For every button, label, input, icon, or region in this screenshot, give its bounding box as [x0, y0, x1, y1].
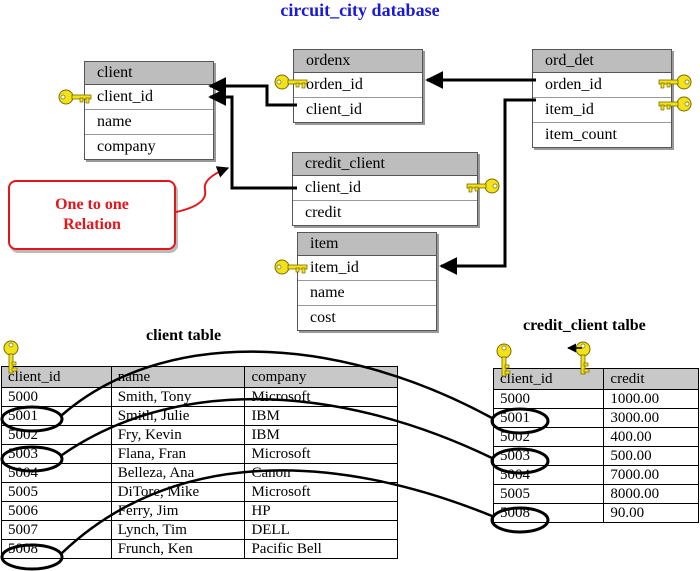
entity-item-field: cost — [310, 309, 336, 326]
table-cell: DiTore, Mike — [110, 482, 246, 502]
table-cell: IBM — [244, 406, 398, 426]
entity-ordenx-header: ordenx — [294, 50, 422, 73]
table-cell: 8000.00 — [603, 484, 699, 504]
table-cell: IBM — [244, 425, 398, 445]
table-cell: 5003 — [1, 444, 112, 464]
table-cell: HP — [244, 501, 398, 521]
table-cell: Frunch, Ken — [110, 539, 246, 559]
entity-item-field: name — [298, 281, 436, 306]
entity-ordenx-field: client_id — [306, 101, 362, 118]
entity-credit-client-field: credit — [305, 204, 342, 221]
entity-item: item item_id name cost — [297, 232, 437, 331]
entity-ordenx: ordenx orden_id client_id — [293, 49, 423, 123]
table-cell: Canon — [244, 463, 398, 483]
relation-credit-client-client — [208, 88, 297, 190]
table-cell: 5004 — [1, 463, 112, 483]
table-cell: 5005 — [1, 482, 112, 502]
table-cell: 5000 — [1, 387, 112, 407]
column-header: client_id — [1, 366, 112, 388]
table-cell: Lynch, Tim — [110, 520, 246, 540]
column-header: company — [244, 366, 398, 388]
table-cell: 5008 — [492, 503, 605, 523]
entity-client-header: client — [85, 62, 213, 85]
table-cell: DELL — [244, 520, 398, 540]
table-cell: 500.00 — [603, 446, 699, 466]
client-table-caption: client table — [146, 327, 222, 344]
table-cell: Flana, Fran — [110, 444, 246, 464]
column-header: client_id — [492, 368, 605, 390]
entity-client-field: client_id — [85, 85, 213, 110]
entity-ord-det-field: orden_id — [533, 73, 671, 98]
table-cell: 5003 — [492, 446, 605, 466]
table-cell: 5001 — [1, 406, 112, 426]
table-cell: Belleza, Ana — [110, 463, 246, 483]
table-cell: Pacific Bell — [244, 539, 398, 559]
entity-item-field: item_id — [298, 256, 436, 281]
table-cell: 5006 — [1, 501, 112, 521]
callout-line: One to one — [55, 196, 129, 213]
table-cell: 5005 — [492, 484, 605, 504]
table-cell: 5002 — [492, 427, 605, 447]
entity-credit-client-header: credit_client — [293, 153, 477, 176]
callout-pointer — [175, 166, 230, 213]
entity-ord-det: ord_det orden_id item_id item_count — [532, 49, 672, 148]
entity-client: client client_id name company — [84, 61, 214, 160]
table-cell: 1000.00 — [603, 389, 699, 409]
entity-credit-client: credit_client client_id credit — [292, 152, 478, 226]
table-cell: Microsoft — [244, 387, 398, 407]
entity-ord-det-field: item_id — [533, 98, 671, 123]
entity-ord-det-header: ord_det — [533, 50, 671, 73]
relation-ordenx-client — [208, 77, 297, 107]
table-cell: 5001 — [492, 408, 605, 428]
callout-line: Relation — [63, 216, 121, 233]
table-cell: Smith, Tony — [110, 387, 246, 407]
entity-credit-client-field: client_id — [293, 176, 477, 201]
table-cell: Smith, Julie — [110, 406, 246, 426]
entity-item-header: item — [298, 233, 436, 256]
table-cell: 5008 — [1, 539, 112, 559]
diagram-title: circuit_city database — [280, 0, 440, 20]
entity-ord-det-field: item_count — [545, 126, 617, 143]
table-cell: Fry, Kevin — [110, 425, 246, 445]
entity-client-field: company — [97, 138, 156, 155]
table-cell: 7000.00 — [603, 465, 699, 485]
client-table-header-row: client_id name company — [1, 366, 398, 388]
one-to-one-callout: One to one Relation — [8, 180, 176, 250]
table-cell: 400.00 — [603, 427, 699, 447]
table-cell: Microsoft — [244, 444, 398, 464]
entity-client-field: name — [85, 110, 213, 135]
credit-table-header-row: client_id credit — [492, 368, 699, 390]
table-cell: 5000 — [492, 389, 605, 409]
entity-ordenx-field: orden_id — [294, 73, 422, 98]
table-cell: 3000.00 — [603, 408, 699, 428]
table-cell: Microsoft — [244, 482, 398, 502]
column-header: name — [110, 366, 246, 388]
table-cell: 5007 — [1, 520, 112, 540]
table-cell: 5004 — [492, 465, 605, 485]
credit-table-caption: credit_client talbe — [523, 317, 646, 334]
table-cell: Ferry, Jim — [110, 501, 246, 521]
table-cell: 90.00 — [603, 503, 699, 523]
column-header: credit — [603, 368, 699, 390]
table-cell: 5002 — [1, 425, 112, 445]
